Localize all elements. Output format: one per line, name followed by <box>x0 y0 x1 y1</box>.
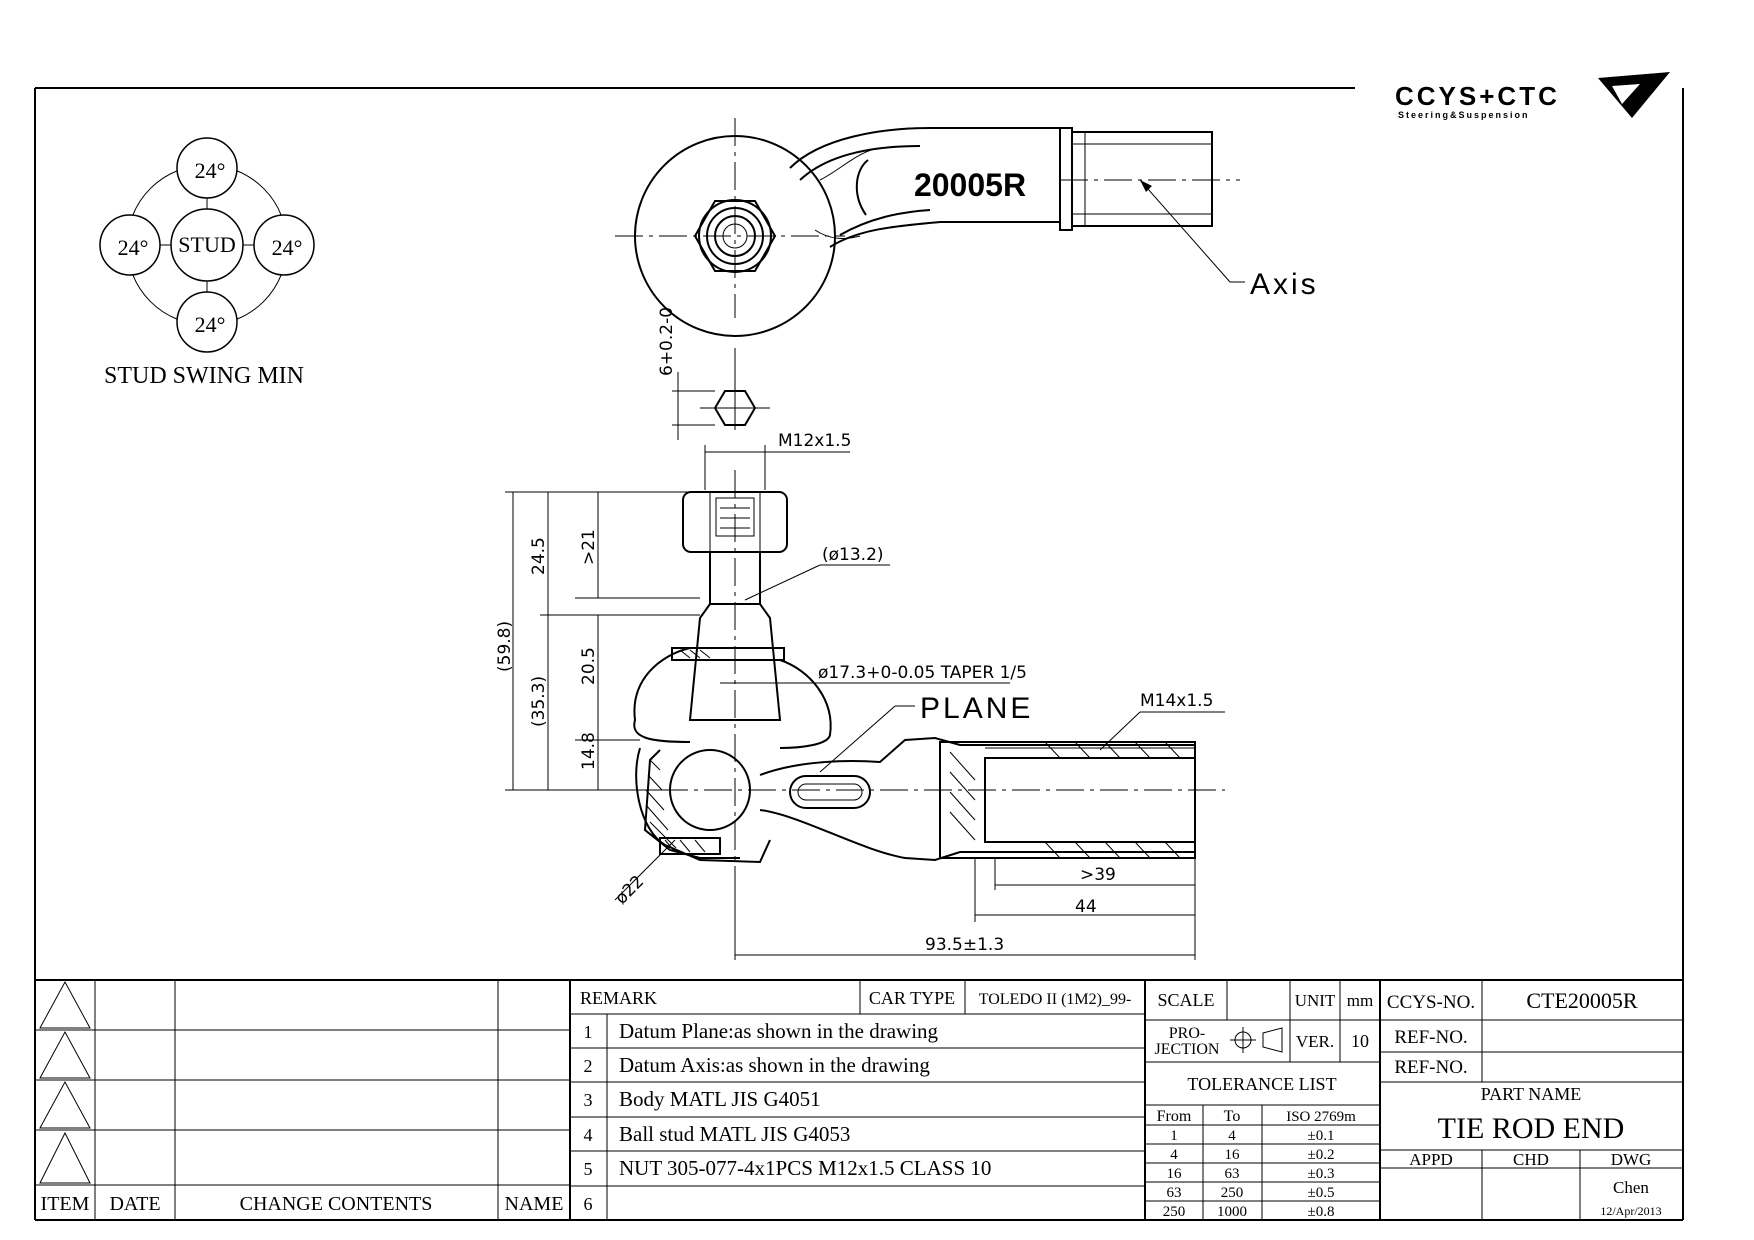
dwg-label: DWG <box>1611 1150 1652 1169</box>
title-block: CCYS-NO. CTE20005R REF-NO. REF-NO. PART … <box>1380 980 1683 1220</box>
dim-59-8: (59.8) <box>495 621 515 672</box>
tol-cell: 250 <box>1163 1204 1186 1220</box>
dim-24-5: 24.5 <box>529 537 549 575</box>
dwg-name: Chen <box>1613 1178 1649 1197</box>
tol-cell: 16 <box>1167 1166 1183 1182</box>
tol-header-from: From <box>1157 1108 1192 1125</box>
third-angle-projection-icon <box>1230 1027 1283 1053</box>
dim-thread-body: M14x1.5 <box>1140 691 1213 711</box>
ver-label: VER. <box>1296 1032 1334 1051</box>
car-type-label: CAR TYPE <box>869 988 955 1008</box>
projection-label-1: PRO- <box>1169 1025 1205 1042</box>
tol-cell: ±0.2 <box>1308 1147 1335 1163</box>
tol-cell: 63 <box>1167 1185 1182 1201</box>
remark-block: REMARK CAR TYPE TOLEDO II (1M2)_99- 1 Da… <box>570 980 1146 1220</box>
remark-num-1: 1 <box>584 1022 593 1042</box>
tol-cell: 250 <box>1221 1185 1244 1201</box>
logo-brand: CCYS+CTC <box>1395 81 1560 111</box>
remark-num-6: 6 <box>584 1194 593 1214</box>
tolerance-block: SCALE UNIT mm PRO- JECTION VER. 10 TOLER… <box>1145 980 1381 1220</box>
part-marking: 20005R <box>914 167 1026 203</box>
dim-44: 44 <box>1075 897 1097 917</box>
rev-header-change: CHANGE CONTENTS <box>240 1193 433 1215</box>
dim-93-5: 93.5±1.3 <box>925 935 1004 955</box>
rev-header-date: DATE <box>109 1193 160 1215</box>
projection-label-2: JECTION <box>1155 1041 1220 1058</box>
revision-block: ITEM DATE CHANGE CONTENTS NAME <box>35 979 1683 1220</box>
swing-angle-bottom: 24° <box>195 312 226 337</box>
nut-height-dim: 6+0.2-0 <box>657 307 677 376</box>
ref-no-label-2: REF-NO. <box>1394 1057 1467 1078</box>
remark-text-5: NUT 305-077-4x1PCS M12x1.5 CLASS 10 <box>619 1156 991 1180</box>
remark-num-4: 4 <box>584 1125 593 1145</box>
tolerance-title: TOLERANCE LIST <box>1187 1074 1336 1094</box>
remark-text-3: Body MATL JIS G4051 <box>619 1087 821 1111</box>
tol-cell: ±0.5 <box>1308 1185 1335 1201</box>
rev-header-item: ITEM <box>41 1193 90 1215</box>
tol-cell: 63 <box>1225 1166 1240 1182</box>
sheet-border <box>34 87 1684 1221</box>
ref-no-label-1: REF-NO. <box>1394 1027 1467 1048</box>
nut-detail: 6+0.2-0 <box>657 307 770 440</box>
dim-39: >39 <box>1080 865 1116 885</box>
tol-header-iso: ISO 2769m <box>1286 1109 1356 1125</box>
remark-num-5: 5 <box>584 1159 593 1179</box>
appd-label: APPD <box>1409 1150 1452 1169</box>
swing-angle-right: 24° <box>272 235 303 260</box>
chd-label: CHD <box>1513 1150 1549 1169</box>
company-logo: CCYS+CTC Steering&Suspension <box>1395 72 1670 120</box>
tol-cell: 4 <box>1228 1128 1236 1144</box>
tol-cell: 4 <box>1170 1147 1178 1163</box>
dim-20-5: 20.5 <box>579 647 599 685</box>
remark-text-1: Datum Plane:as shown in the drawing <box>619 1019 939 1043</box>
part-name-value: TIE ROD END <box>1438 1112 1625 1145</box>
dwg-date: 12/Apr/2013 <box>1600 1204 1661 1218</box>
unit-label: UNIT <box>1295 991 1336 1010</box>
part-name-label: PART NAME <box>1481 1084 1581 1104</box>
tol-cell: ±0.8 <box>1308 1204 1335 1220</box>
tol-cell: 16 <box>1225 1147 1241 1163</box>
dim-d13-2: (ø13.2) <box>822 545 884 565</box>
axis-label: Axis <box>1250 268 1319 301</box>
tol-cell: 1 <box>1170 1128 1178 1144</box>
stud-swing-diagram: STUD 24° 24° 24° 24° STUD SWING MIN <box>99 137 315 389</box>
tol-cell: 1000 <box>1217 1204 1247 1220</box>
car-type-value: TOLEDO II (1M2)_99- <box>979 991 1132 1008</box>
swing-angle-left: 24° <box>118 235 149 260</box>
dim-14-8: 14.8 <box>579 732 599 770</box>
top-view: 20005R Axis <box>615 118 1319 337</box>
stud-label: STUD <box>178 232 235 257</box>
unit-value: mm <box>1347 991 1373 1010</box>
remark-num-2: 2 <box>584 1056 593 1076</box>
rev-header-name: NAME <box>505 1193 564 1215</box>
plane-label: PLANE <box>920 692 1033 725</box>
logo-mark-icon <box>1598 72 1670 118</box>
tol-header-to: To <box>1224 1108 1241 1125</box>
dim-taper: ø17.3+0-0.05 TAPER 1/5 <box>818 663 1027 683</box>
dim-35-3: (35.3) <box>529 676 549 727</box>
dim-thread-stud: M12x1.5 <box>778 431 851 451</box>
remark-header: REMARK <box>580 988 657 1008</box>
ccys-no-value: CTE20005R <box>1526 988 1638 1013</box>
remark-text-4: Ball stud MATL JIS G4053 <box>619 1122 850 1146</box>
tol-cell: ±0.1 <box>1308 1128 1335 1144</box>
logo-tagline: Steering&Suspension <box>1398 110 1530 120</box>
tol-cell: ±0.3 <box>1308 1166 1335 1182</box>
dim-ball-dia: ø22 <box>611 872 648 909</box>
section-view: M12x1.5 <box>495 431 1225 960</box>
dim-21: >21 <box>579 529 599 565</box>
ver-value: 10 <box>1351 1031 1369 1051</box>
stud-swing-caption: STUD SWING MIN <box>104 363 304 389</box>
ccys-no-label: CCYS-NO. <box>1387 992 1475 1013</box>
swing-angle-top: 24° <box>195 158 226 183</box>
remark-num-3: 3 <box>584 1090 593 1110</box>
scale-label: SCALE <box>1157 990 1214 1010</box>
remark-text-2: Datum Axis:as shown in the drawing <box>619 1053 930 1077</box>
